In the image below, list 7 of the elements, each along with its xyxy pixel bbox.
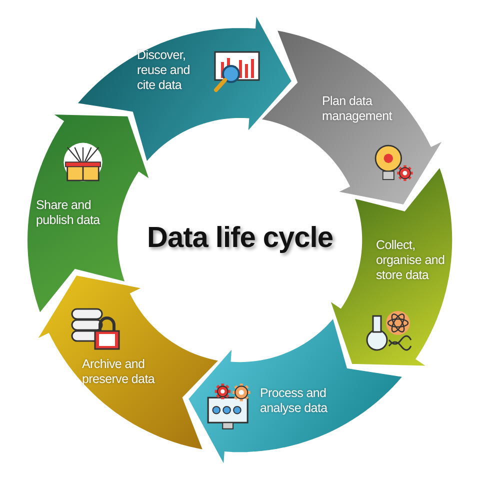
diagram-title: Data life cycle [146, 222, 334, 255]
step-label: Process and analyse data [260, 386, 329, 416]
step-label: Discover, reuse and cite data [136, 48, 191, 93]
step-label: Archive and preserve data [82, 356, 156, 387]
step-label: Share and publish data [36, 198, 102, 228]
step-label: Plan data management [322, 94, 394, 124]
step-label: Collect, organise and store data [376, 238, 446, 283]
